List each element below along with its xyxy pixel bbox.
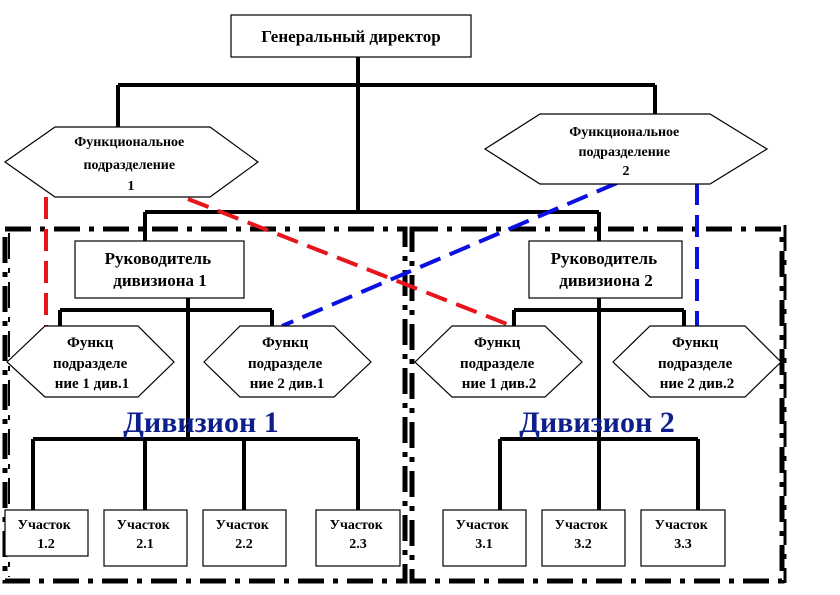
site-2-1-box[interactable]: Участок 2.1 [103, 509, 188, 567]
site-3-1-label: Участок 3.1 [456, 518, 513, 552]
div1-functional-unit-1[interactable]: Функц подразделе ние 1 див.1 [6, 325, 175, 398]
division-1-frame [2, 226, 408, 584]
link-func2-to-f2d1 [281, 181, 618, 328]
site-2-1-label: Участок 2.1 [117, 518, 174, 552]
site-3-1-box[interactable]: Участок 3.1 [442, 509, 527, 567]
div2-functional-unit-2-label: Функц подразделе ние 2 див.2 [658, 335, 736, 392]
division-1-title: Дивизион 1 [123, 406, 279, 439]
division-1-head-label: Руководитель дивизиона 1 [105, 249, 216, 290]
functional-unit-1[interactable]: Функциональное подразделение 1 [3, 126, 260, 198]
site-1-2-label: Участок 1.2 [18, 518, 75, 552]
division-2-head-label: Руководитель дивизиона 2 [551, 249, 662, 290]
site-3-3-box[interactable]: Участок 3.3 [640, 509, 726, 567]
site-2-2-box[interactable]: Участок 2.2 [202, 509, 287, 567]
division-2-head-box[interactable]: Руководитель дивизиона 2 [528, 240, 683, 299]
site-1-2-box[interactable]: Участок 1.2 [4, 509, 89, 557]
functional-links [44, 181, 699, 328]
site-3-3-label: Участок 3.3 [655, 518, 712, 552]
link-func1-to-f1d2 [187, 197, 513, 328]
div2-functional-unit-1-label: Функц подразделе ние 1 див.2 [460, 335, 538, 392]
div2-functional-unit-2[interactable]: Функц подразделе ние 2 див.2 [612, 325, 782, 398]
site-2-3-label: Участок 2.3 [330, 518, 387, 552]
site-3-2-label: Участок 3.2 [555, 518, 612, 552]
site-3-2-box[interactable]: Участок 3.2 [541, 509, 626, 567]
hierarchy-connectors [31, 57, 700, 510]
site-2-2-label: Участок 2.2 [216, 518, 273, 552]
div1-functional-unit-2[interactable]: Функц подразделе ние 2 див.1 [203, 325, 372, 398]
functional-unit-2[interactable]: Функциональное подразделение 2 [483, 113, 769, 185]
division-1-head-box[interactable]: Руководитель дивизиона 1 [74, 240, 245, 299]
functional-unit-1-label: Функциональное подразделение 1 [74, 135, 188, 194]
director-box[interactable]: Генеральный директор [230, 14, 472, 58]
div1-functional-unit-2-label: Функц подразделе ние 2 див.1 [248, 335, 326, 392]
div1-functional-unit-1-label: Функц подразделе ние 1 див.1 [53, 335, 131, 392]
division-2-title: Дивизион 2 [519, 406, 675, 439]
div2-functional-unit-1[interactable]: Функц подразделе ние 1 див.2 [414, 325, 583, 398]
functional-unit-2-label: Функциональное подразделение 2 [569, 125, 683, 179]
site-2-3-box[interactable]: Участок 2.3 [315, 509, 401, 567]
director-label: Генеральный директор [261, 27, 440, 46]
